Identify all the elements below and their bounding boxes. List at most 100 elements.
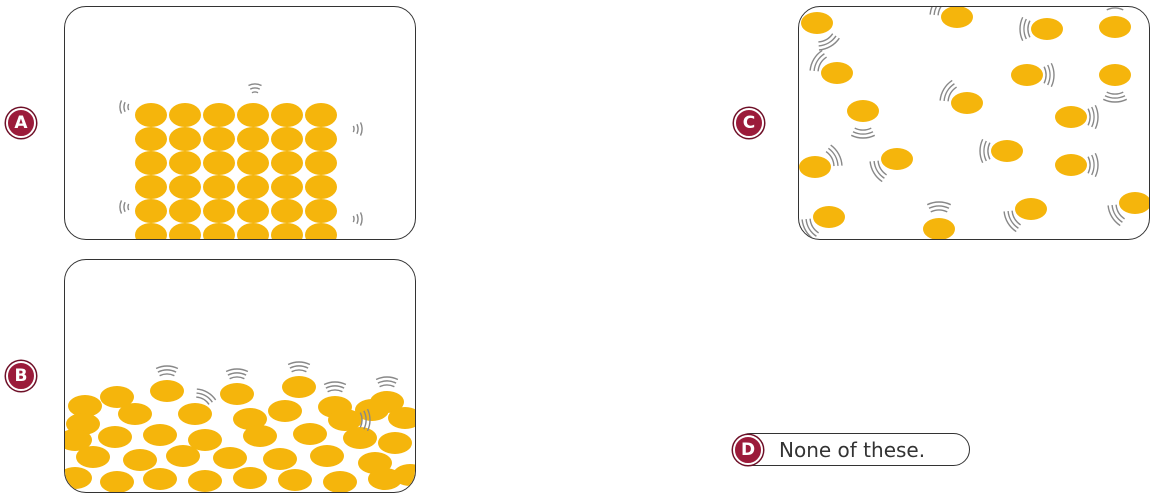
particle — [271, 103, 303, 127]
particle — [923, 218, 955, 240]
motion-lines — [1020, 17, 1030, 40]
particle — [65, 467, 92, 489]
option-d[interactable]: D None of these. — [734, 433, 970, 466]
motion-lines — [288, 362, 310, 372]
particle — [1011, 64, 1043, 86]
motion-lines — [248, 84, 261, 93]
particle — [98, 426, 132, 448]
particle — [1055, 106, 1087, 128]
option-d-label: None of these. — [779, 438, 925, 462]
particle — [799, 156, 831, 178]
solid-particles-diagram — [65, 7, 416, 240]
particle — [801, 12, 833, 34]
particle — [135, 151, 167, 175]
particle — [378, 432, 412, 454]
particle — [237, 127, 269, 151]
particle — [271, 223, 303, 240]
motion-lines — [1103, 92, 1126, 102]
particle — [135, 127, 167, 151]
particle — [203, 127, 235, 151]
motion-lines — [324, 382, 346, 392]
particle — [991, 140, 1023, 162]
particle — [305, 223, 337, 240]
motion-lines — [376, 377, 398, 387]
particle — [268, 400, 302, 422]
motion-lines — [1103, 7, 1126, 10]
particle — [213, 447, 247, 469]
particle — [100, 471, 134, 493]
option-d-badge: D — [733, 435, 763, 465]
particle — [203, 103, 235, 127]
particle — [169, 151, 201, 175]
particle — [233, 467, 267, 489]
particle — [305, 175, 337, 199]
particle — [323, 471, 357, 493]
particle — [169, 127, 201, 151]
particle — [813, 206, 845, 228]
particle — [203, 175, 235, 199]
option-a-badge: A — [6, 108, 36, 138]
particle — [135, 223, 167, 240]
gas-particles-diagram — [799, 7, 1150, 240]
motion-lines — [851, 128, 874, 138]
particle — [305, 127, 337, 151]
particle — [1119, 192, 1150, 214]
motion-lines — [120, 200, 129, 213]
motion-lines — [818, 34, 839, 50]
particle — [220, 383, 254, 405]
particle — [305, 151, 337, 175]
particle — [169, 175, 201, 199]
particle — [237, 223, 269, 240]
particle — [237, 199, 269, 223]
particle — [271, 151, 303, 175]
particle — [1099, 16, 1131, 38]
particle — [941, 7, 973, 28]
particle — [135, 175, 167, 199]
particle — [76, 446, 110, 468]
particle — [271, 199, 303, 223]
particle — [305, 199, 337, 223]
particle — [178, 403, 212, 425]
motion-lines — [196, 389, 215, 404]
particle — [1055, 154, 1087, 176]
particle — [118, 403, 152, 425]
motion-lines — [156, 366, 178, 376]
particle — [951, 92, 983, 114]
particle — [203, 223, 235, 240]
motion-lines — [927, 202, 950, 212]
particle — [169, 103, 201, 127]
liquid-particles-panel — [64, 259, 416, 493]
option-b-badge: B — [6, 361, 36, 391]
motion-lines — [1044, 63, 1054, 86]
particle — [237, 151, 269, 175]
particle — [150, 380, 184, 402]
motion-lines — [226, 369, 248, 379]
option-c-badge: C — [734, 108, 764, 138]
motion-lines — [353, 122, 362, 135]
particle — [169, 199, 201, 223]
particle — [237, 103, 269, 127]
particle — [310, 445, 344, 467]
particle — [282, 376, 316, 398]
particle — [143, 424, 177, 446]
particle — [123, 449, 157, 471]
particle — [166, 445, 200, 467]
gas-particles-panel — [798, 6, 1150, 240]
liquid-particles-diagram — [65, 260, 416, 493]
motion-lines — [1088, 105, 1098, 128]
particle — [1031, 18, 1063, 40]
particle — [821, 62, 853, 84]
motion-lines — [120, 100, 129, 113]
motion-lines — [980, 139, 990, 162]
particle — [203, 199, 235, 223]
particle — [1015, 198, 1047, 220]
particle — [271, 127, 303, 151]
particle — [263, 448, 297, 470]
motion-lines — [353, 212, 362, 225]
particle — [169, 223, 201, 240]
particle — [203, 151, 235, 175]
particle — [135, 103, 167, 127]
particle — [135, 199, 167, 223]
motion-lines — [1088, 153, 1098, 176]
particle — [237, 175, 269, 199]
